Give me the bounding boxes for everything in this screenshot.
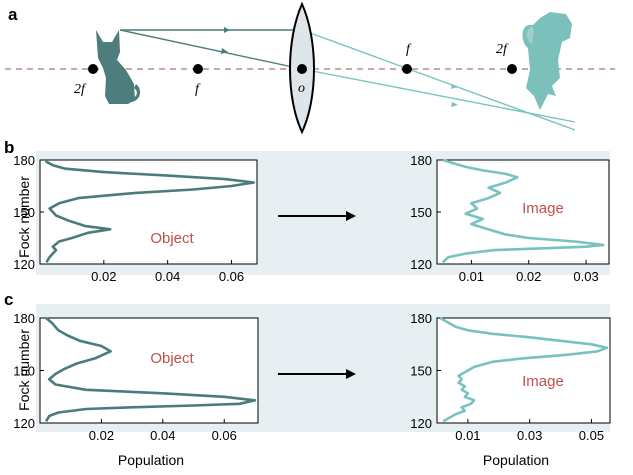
- y-tick-label: 180: [410, 311, 432, 326]
- chart-b-image: 120 150 180 0.01 0.02 0.03 Image: [410, 153, 610, 284]
- ray-arrowhead: [221, 48, 228, 54]
- panel-c: c Fock number 120 150 180 0.02 0.04 0.06 Objec…: [4, 290, 611, 443]
- y-tick-label: 120: [13, 416, 35, 431]
- transform-arrowhead: [346, 369, 356, 379]
- light-rays: [119, 29, 576, 131]
- point-label-2f: 2f: [74, 82, 87, 97]
- y-tick-label: 120: [410, 257, 432, 272]
- x-tick-label: 0.02: [91, 269, 116, 284]
- transform-arrowhead: [346, 211, 356, 221]
- y-tick-label: 150: [13, 205, 35, 220]
- x-tick-label: 0.01: [459, 269, 484, 284]
- point-label-o: o: [298, 81, 305, 96]
- x-tick-label: 0.06: [212, 428, 237, 443]
- y-tick-label: 180: [13, 311, 35, 326]
- y-tick-label: 150: [410, 364, 432, 379]
- point-label-2f: 2f: [496, 42, 509, 57]
- population-series-line: [441, 158, 605, 264]
- chart-c-object: 120 150 180 0.02 0.04 0.06 Object: [13, 311, 259, 443]
- y-tick-label: 180: [410, 153, 432, 168]
- ray-arrowhead: [451, 102, 458, 107]
- ray-arrowhead: [224, 27, 230, 33]
- y-tick-label: 120: [13, 257, 35, 272]
- population-series-line: [45, 160, 256, 263]
- ray-arrowhead: [451, 84, 458, 89]
- x-tick-label: 0.04: [155, 269, 180, 284]
- x-tick-label: 0.02: [516, 269, 541, 284]
- panel-b: b Fock number 120 150 180 0.02 0.04 0.06 Objec…: [4, 138, 610, 284]
- y-tick-label: 150: [410, 205, 432, 220]
- point-label-f: f: [406, 42, 412, 57]
- x-tick-label: 0.02: [89, 428, 114, 443]
- x-axis-title-right: Population: [483, 452, 549, 468]
- panel-b-letter: b: [4, 138, 14, 157]
- population-series-line: [439, 316, 609, 423]
- y-tick-label: 180: [13, 153, 35, 168]
- point-label-f: f: [195, 82, 201, 97]
- population-series-line: [44, 317, 257, 422]
- plot-label: Object: [150, 230, 194, 247]
- chart-b-object: 120 150 180 0.02 0.04 0.06 Object: [13, 153, 258, 284]
- panel-c-letter: c: [4, 290, 13, 309]
- chart-c-image: 120 150 180 0.01 0.03 0.05 Image: [410, 311, 611, 443]
- image-cat-icon: [522, 12, 572, 110]
- object-cat-icon: [96, 30, 141, 104]
- x-axis-title-left: Population: [118, 452, 184, 468]
- y-tick-label: 150: [13, 364, 35, 379]
- lens-center-point: [297, 64, 307, 74]
- x-tick-label: 0.05: [579, 428, 604, 443]
- panel-a: a: [5, 1, 615, 135]
- plot-label: Image: [522, 200, 564, 217]
- plot-area: [436, 159, 610, 265]
- y-tick-label: 120: [410, 416, 432, 431]
- plot-area: [39, 159, 258, 265]
- plot-label: Object: [150, 350, 194, 367]
- focal-point: [193, 64, 203, 74]
- x-tick-label: 0.04: [150, 428, 175, 443]
- y-axis-title: Fock number: [16, 176, 32, 258]
- focal-point: [402, 64, 412, 74]
- panel-a-letter: a: [8, 5, 18, 24]
- x-tick-label: 0.01: [455, 428, 480, 443]
- focal-point: [507, 64, 517, 74]
- x-tick-label: 0.03: [517, 428, 542, 443]
- x-tick-label: 0.06: [219, 269, 244, 284]
- ray-arrowheads: [221, 27, 458, 107]
- x-tick-label: 0.03: [573, 269, 598, 284]
- plot-label: Image: [522, 373, 564, 390]
- focal-point: [88, 64, 98, 74]
- y-axis-title: Fock number: [16, 329, 32, 411]
